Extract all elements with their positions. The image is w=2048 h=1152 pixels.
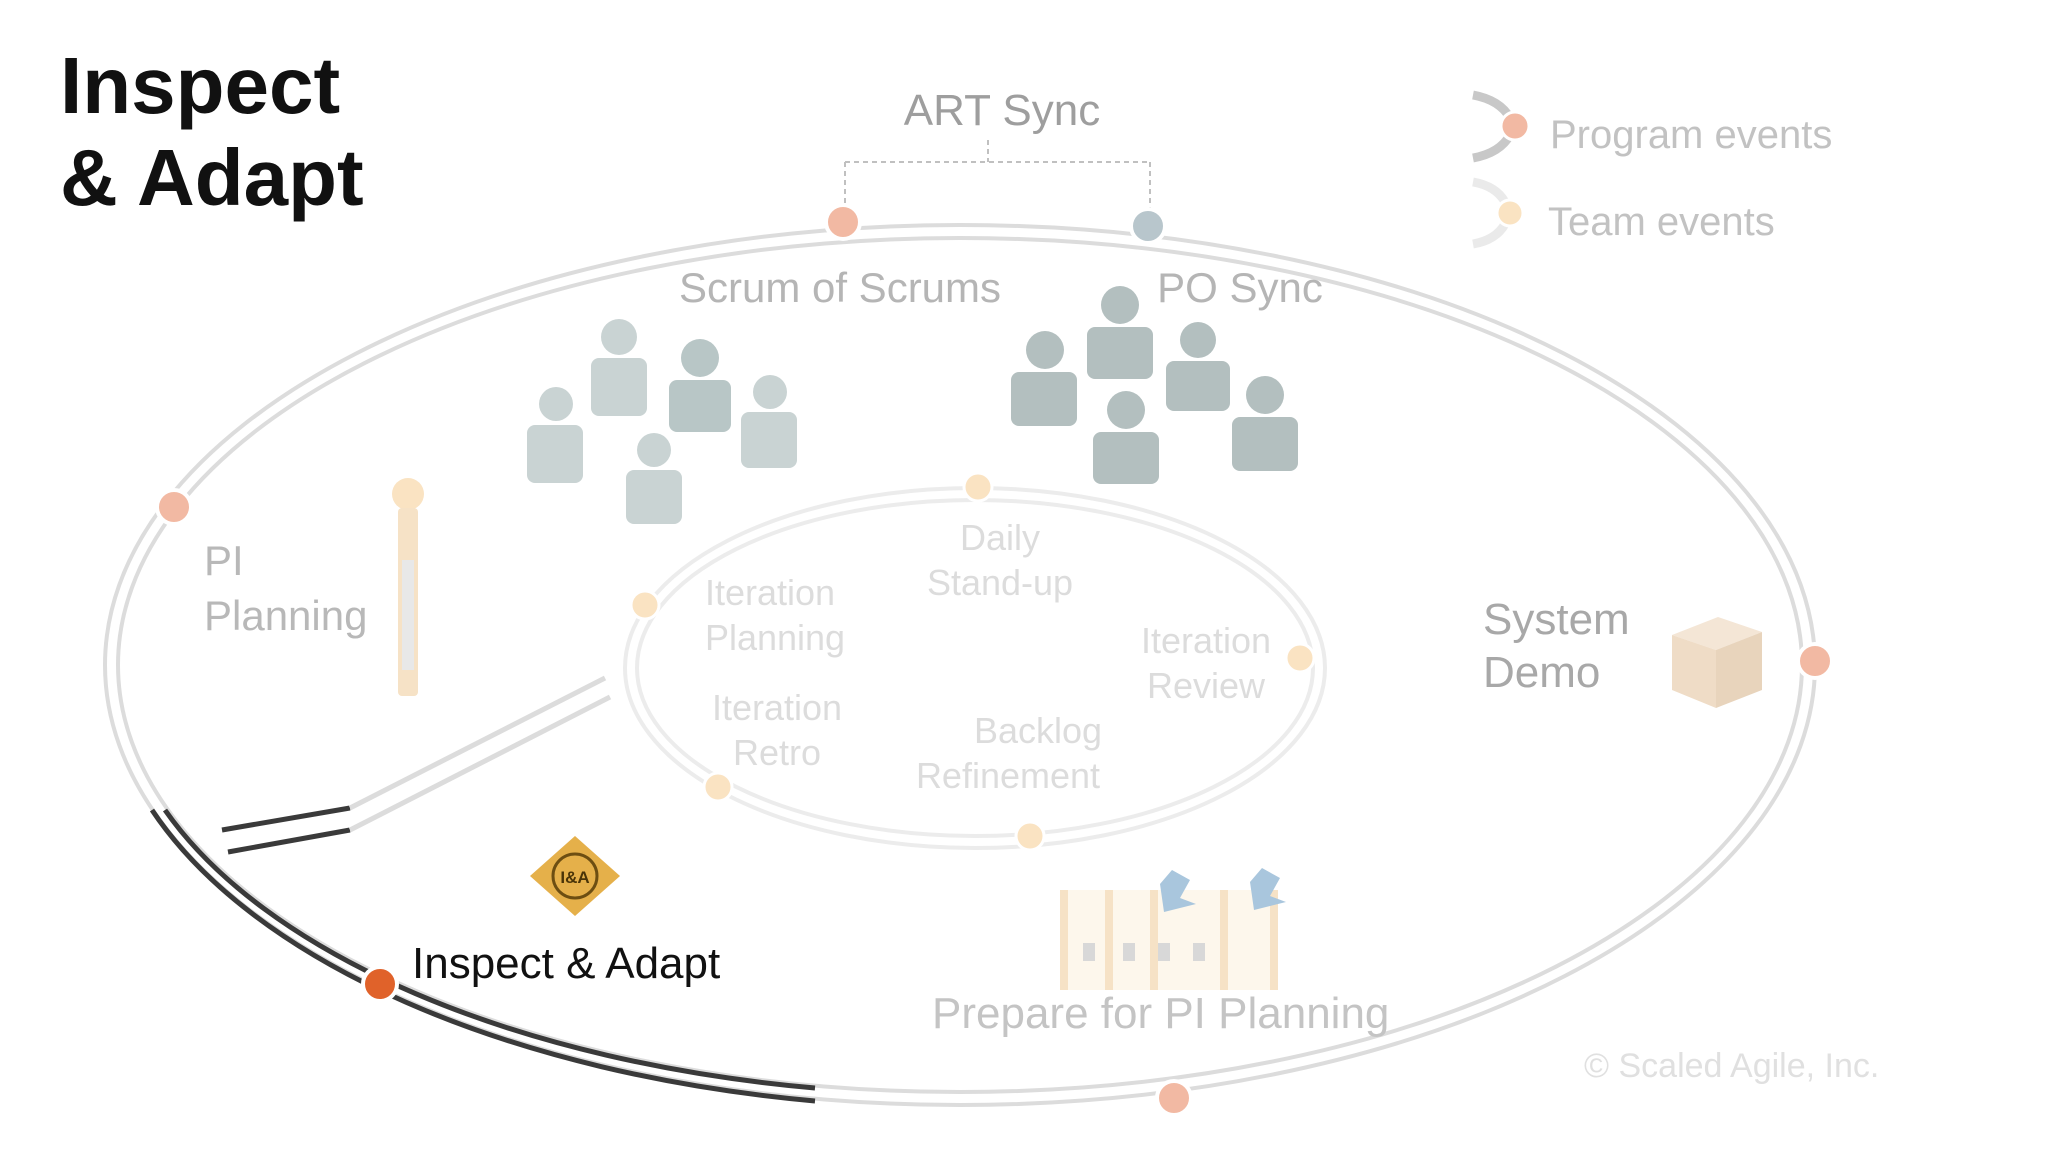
label-scrum-of-scrums: Scrum of Scrums [679, 264, 1001, 311]
highlighted-arc [149, 808, 816, 1104]
inspect-adapt-badge-icon: I&A [530, 836, 620, 916]
pi-planning-dot [155, 488, 193, 526]
backlog-refinement-dot [1014, 820, 1046, 852]
label-iteration-retro-line1: Iteration [712, 687, 842, 728]
prepare-pi-planning-board-icon [1060, 868, 1286, 990]
title-line-2: & Adapt [60, 133, 364, 222]
po-sync-people-icon [1011, 286, 1298, 484]
system-demo-dot [1796, 642, 1834, 680]
system-demo-box-icon [1672, 617, 1762, 708]
iteration-review-dot [1284, 642, 1316, 674]
label-inspect-adapt: Inspect & Adapt [412, 939, 720, 988]
inspect-adapt-dot [361, 965, 399, 1003]
label-pi-planning-line2: Planning [204, 592, 367, 639]
connector-lines [221, 675, 612, 855]
label-iteration-planning-line2: Planning [705, 617, 845, 658]
prepare-pi-planning-dot [1155, 1079, 1193, 1117]
legend: Program events Team events [1472, 90, 1832, 249]
legend-program-events: Program events [1550, 113, 1832, 157]
iteration-planning-dot [629, 589, 661, 621]
scrum-of-scrums-dot [824, 203, 862, 241]
label-daily-standup-line1: Daily [960, 517, 1040, 558]
team-events-legend-icon [1472, 177, 1525, 249]
label-po-sync: PO Sync [1157, 264, 1323, 311]
label-iteration-review-line1: Iteration [1141, 620, 1271, 661]
slide-title: Inspect & Adapt [60, 40, 364, 224]
daily-standup-dot [962, 471, 994, 503]
label-system-demo-line1: System [1483, 595, 1630, 644]
label-pi-planning-line1: PI [204, 537, 244, 584]
label-iteration-review-line2: Review [1147, 665, 1266, 706]
team-event-dots [629, 471, 1316, 852]
po-sync-dot [1129, 207, 1167, 245]
label-art-sync: ART Sync [904, 86, 1100, 135]
label-backlog-refinement-line1: Backlog [974, 710, 1102, 751]
label-prepare-pi-planning: Prepare for PI Planning [932, 989, 1389, 1038]
pi-planning-board-icon [392, 478, 424, 696]
badge-label: I&A [560, 868, 589, 887]
scrum-of-scrums-people-icon [527, 319, 797, 524]
iteration-retro-dot [702, 771, 734, 803]
program-events-legend-icon [1472, 90, 1531, 163]
label-iteration-retro-line2: Retro [733, 732, 821, 773]
title-line-1: Inspect [60, 41, 341, 130]
art-sync-bracket [844, 140, 1151, 215]
label-daily-standup-line2: Stand-up [927, 562, 1073, 603]
event-labels: ART Sync Scrum of Scrums PO Sync PI Plan… [204, 86, 1879, 1085]
legend-team-events: Team events [1548, 200, 1775, 244]
label-system-demo-line2: Demo [1483, 648, 1600, 697]
label-backlog-refinement-line2: Refinement [916, 755, 1100, 796]
program-event-dots [155, 203, 1834, 1117]
copyright-text: © Scaled Agile, Inc. [1584, 1047, 1879, 1085]
label-iteration-planning-line1: Iteration [705, 572, 835, 613]
